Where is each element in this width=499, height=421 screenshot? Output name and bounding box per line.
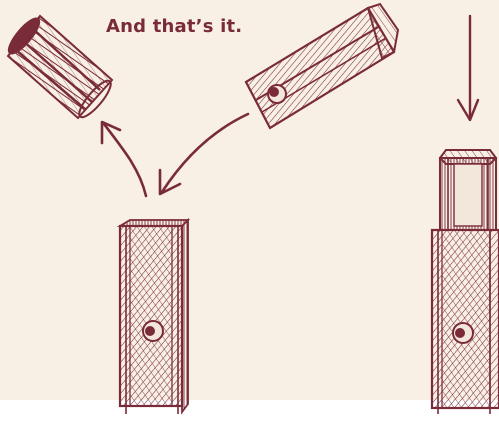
square-post-icon <box>120 220 188 414</box>
caption-text: And that’s it. <box>106 16 242 38</box>
square-post-with-hex-connector-icon <box>432 150 499 414</box>
